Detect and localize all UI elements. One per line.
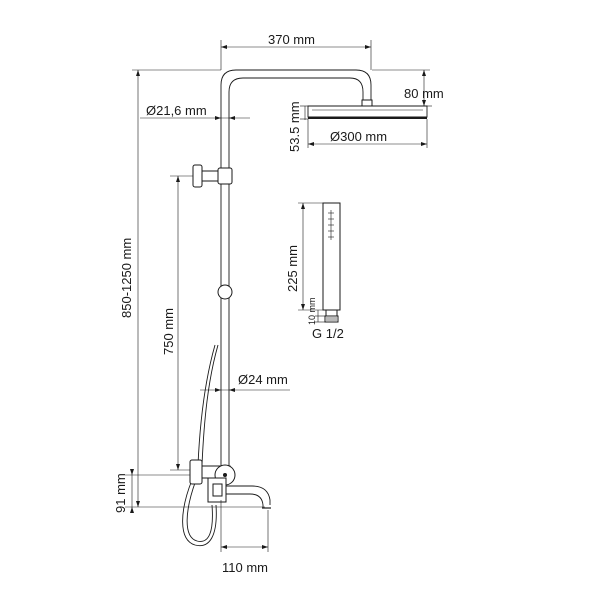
dimension-pipe-diameter-upper [140,116,250,120]
riser-pipe [220,69,372,495]
label-handshower-connector: 10 mm [307,297,317,325]
pipe-connector-knob [217,284,233,300]
dimension-spout-reach [220,500,269,552]
label-head-diameter: Ø300 mm [330,129,388,144]
label-total-height: 850-1250 mm [119,237,134,318]
label-thread: G 1/2 [312,326,344,341]
bath-spout [226,485,271,509]
shower-hose [182,344,219,547]
hand-shower [322,202,341,323]
handshower-holder-top [170,164,233,188]
label-top-width: 370 mm [268,32,315,47]
dimension-handshower-length [298,202,326,311]
rain-shower-head [307,99,428,119]
label-spout-height: 91 mm [113,473,128,513]
label-handshower-length: 225 mm [285,245,300,292]
dimension-head-height [372,69,432,107]
dimension-head-diameter [307,119,428,148]
label-head-height: 80 mm [404,86,444,101]
label-head-thickness: 53.5 mm [287,101,302,152]
dimension-handshower-connector [315,310,326,323]
label-pipe-diameter-upper: Ø21,6 mm [146,103,207,118]
label-spout-reach: 110 mm [222,560,268,575]
dimension-pipe-diameter-lower [200,388,290,392]
dimension-total-height [132,69,221,507]
dimension-top-width [220,40,372,70]
label-pipe-diameter-lower: Ø24 mm [238,372,288,387]
label-holder-range: 750 mm [161,308,176,355]
dimension-head-thickness [300,105,308,120]
dimension-spout-height [125,469,265,513]
mixer-body [189,459,236,503]
